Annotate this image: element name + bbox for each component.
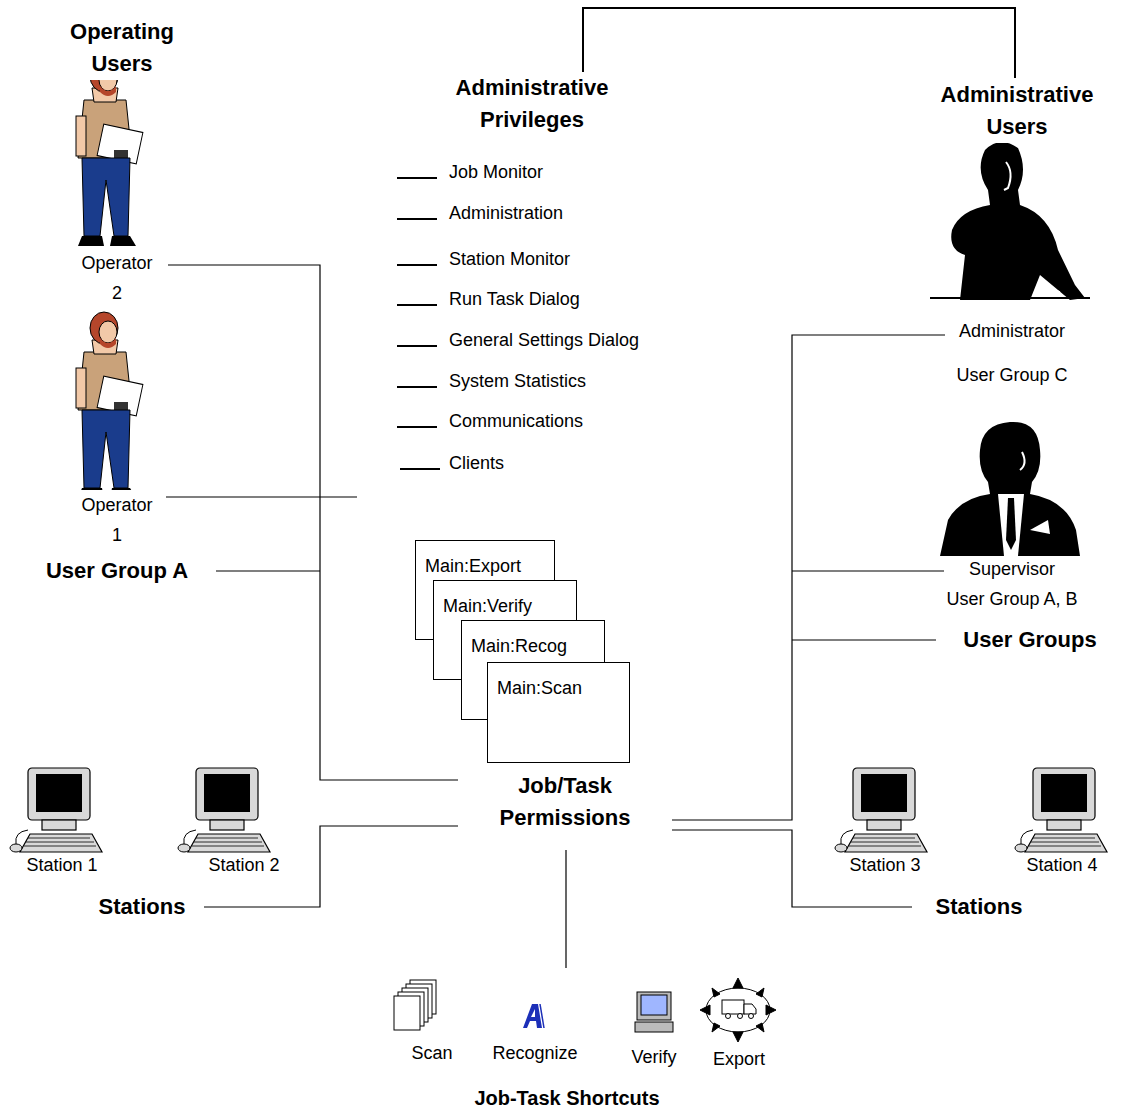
privilege: Station Monitor	[447, 248, 572, 270]
shortcut-name: Export	[705, 1048, 773, 1070]
privilege: Run Task Dialog	[447, 288, 582, 310]
privilege: Clients	[447, 452, 506, 474]
recognize-icon	[523, 1004, 544, 1028]
user-group: User Group A, B	[925, 588, 1099, 610]
heading: Operating Users	[50, 16, 194, 80]
shortcut-name: Verify	[622, 1046, 686, 1068]
user-name: Administrator	[945, 320, 1079, 342]
task-name: Main:Export	[416, 541, 554, 577]
heading: Administrative Users	[910, 79, 1124, 143]
task-name: Main:Verify	[434, 581, 576, 617]
group-heading: Job/Task Permissions	[458, 770, 672, 834]
verify-icon	[635, 992, 673, 1032]
wire	[166, 8, 1015, 968]
privilege: Administration	[447, 202, 565, 224]
supervisor-figure	[940, 422, 1080, 556]
station-computer	[835, 768, 927, 852]
group-heading: User Groups	[938, 624, 1122, 656]
scan-icon	[394, 980, 436, 1030]
station-computer	[10, 768, 102, 852]
station-name: Station 4	[1015, 854, 1109, 876]
task-box: Main:Scan	[487, 662, 630, 763]
user-group: User Group C	[935, 364, 1089, 386]
administrator-figure	[930, 142, 1090, 300]
task-name: Main:Scan	[488, 663, 629, 699]
shortcut-name: Recognize	[478, 1042, 592, 1064]
station-name: Station 1	[15, 854, 109, 876]
station-computer	[1015, 768, 1107, 852]
task-name: Main:Recog	[462, 621, 604, 657]
group-heading: Job-Task Shortcuts	[430, 1082, 704, 1114]
user-name: Operator 1	[72, 490, 162, 550]
station-name: Station 2	[197, 854, 291, 876]
privilege: General Settings Dialog	[447, 329, 641, 351]
operator-figure	[76, 60, 143, 246]
export-icon	[700, 978, 776, 1042]
privilege: Job Monitor	[447, 161, 545, 183]
station-name: Station 3	[838, 854, 932, 876]
group-heading: User Group A	[20, 555, 214, 587]
operator-figure	[76, 312, 143, 498]
station-computer	[178, 768, 270, 852]
privilege: Communications	[447, 410, 585, 432]
user-name: Operator 2	[72, 248, 162, 308]
group-heading: Stations	[80, 891, 204, 923]
group-heading: Stations	[912, 891, 1046, 923]
heading: Administrative Privileges	[420, 72, 644, 136]
shortcut-name: Scan	[400, 1042, 464, 1064]
user-name: Supervisor	[945, 558, 1079, 580]
privilege: System Statistics	[447, 370, 588, 392]
